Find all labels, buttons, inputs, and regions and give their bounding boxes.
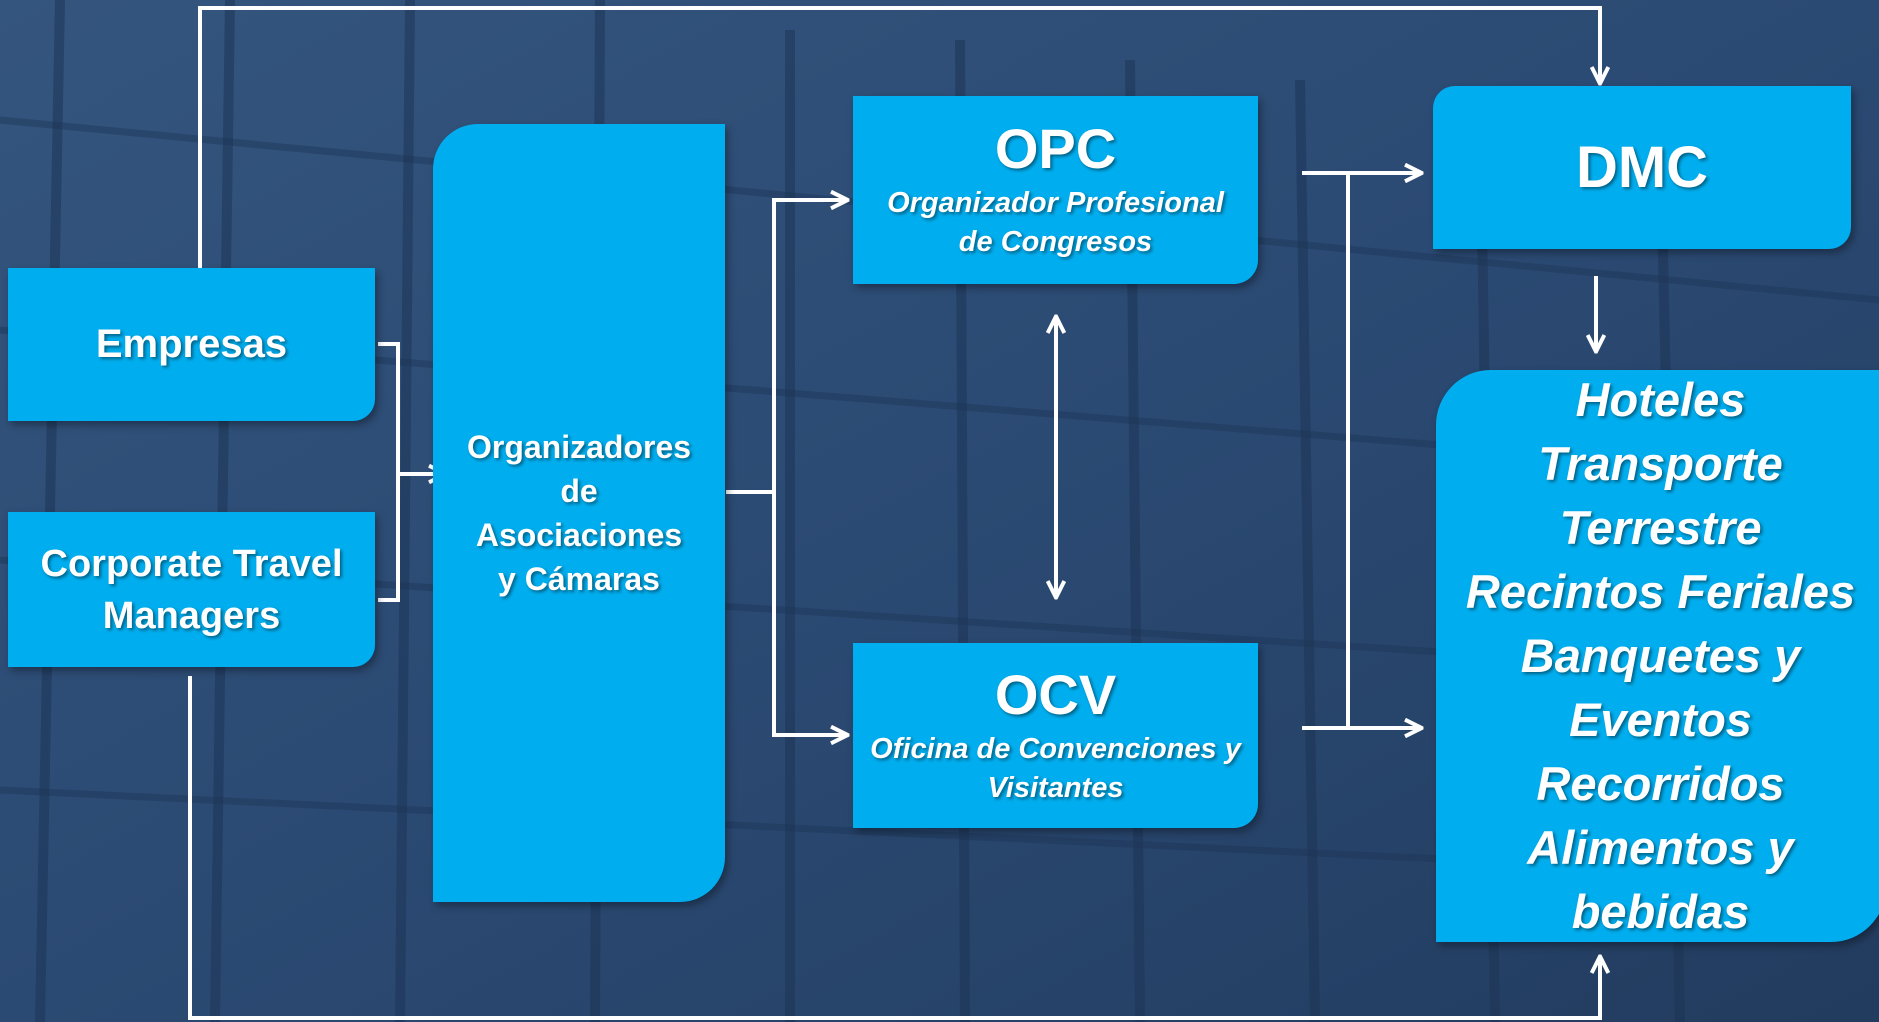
- service-item: Terrestre: [1559, 501, 1762, 554]
- ocv-subtitle-line2: Visitantes: [987, 771, 1124, 804]
- ocv-subtitle-line1: Oficina de Convenciones y: [870, 732, 1241, 765]
- opc-box: OPC Organizador Profesional de Congresos: [853, 96, 1258, 284]
- service-item: Alimentos y: [1527, 821, 1794, 874]
- corporate-travel-managers-box: Corporate Travel Managers: [8, 512, 375, 667]
- connector-org-opc: [772, 200, 846, 492]
- ctm-label-line2: Managers: [102, 594, 281, 637]
- organizadores-line3: Asociaciones: [475, 517, 683, 553]
- connector-org-ocv: [772, 492, 846, 735]
- organizadores-box: Organizadores de Asociaciones y Cámaras: [433, 124, 725, 902]
- service-item: Transporte: [1538, 437, 1783, 490]
- opc-subtitle-line1: Organizador Profesional: [887, 187, 1224, 219]
- service-item: Recorridos: [1536, 757, 1785, 810]
- ocv-title: OCV: [994, 662, 1117, 726]
- ctm-label-line1: Corporate Travel: [40, 542, 343, 585]
- ocv-subtitle: Oficina de Convenciones y Visitantes: [870, 730, 1241, 808]
- opc-subtitle: Organizador Profesional de Congresos: [887, 184, 1224, 262]
- organizadores-line4: y Cámaras: [498, 561, 660, 597]
- dmc-title: DMC: [1575, 135, 1709, 200]
- ocv-box: OCV Oficina de Convenciones y Visitantes: [853, 643, 1258, 828]
- organizadores-line2: de: [560, 473, 598, 509]
- organizadores-line1: Organizadores: [466, 429, 692, 465]
- service-item: bebidas: [1571, 885, 1750, 938]
- empresas-box: Empresas: [8, 268, 375, 421]
- connector-ctm-services: [188, 676, 1600, 1020]
- dmc-box: DMC: [1433, 86, 1851, 249]
- service-item: Banquetes y: [1520, 629, 1801, 682]
- services-box: Hoteles Transporte Terrestre Recintos Fe…: [1436, 370, 1879, 942]
- opc-subtitle-line2: de Congresos: [958, 226, 1153, 258]
- connector-empresas-dmc: [198, 6, 1600, 268]
- connector-empresas-bracket: [378, 342, 400, 602]
- services-list: Hoteles Transporte Terrestre Recintos Fe…: [1436, 368, 1879, 944]
- opc-title: OPC: [994, 117, 1117, 180]
- service-item: Recintos Feriales: [1465, 565, 1856, 618]
- service-item: Eventos: [1569, 693, 1752, 746]
- service-item: Hoteles: [1575, 373, 1746, 426]
- empresas-label: Empresas: [95, 322, 288, 366]
